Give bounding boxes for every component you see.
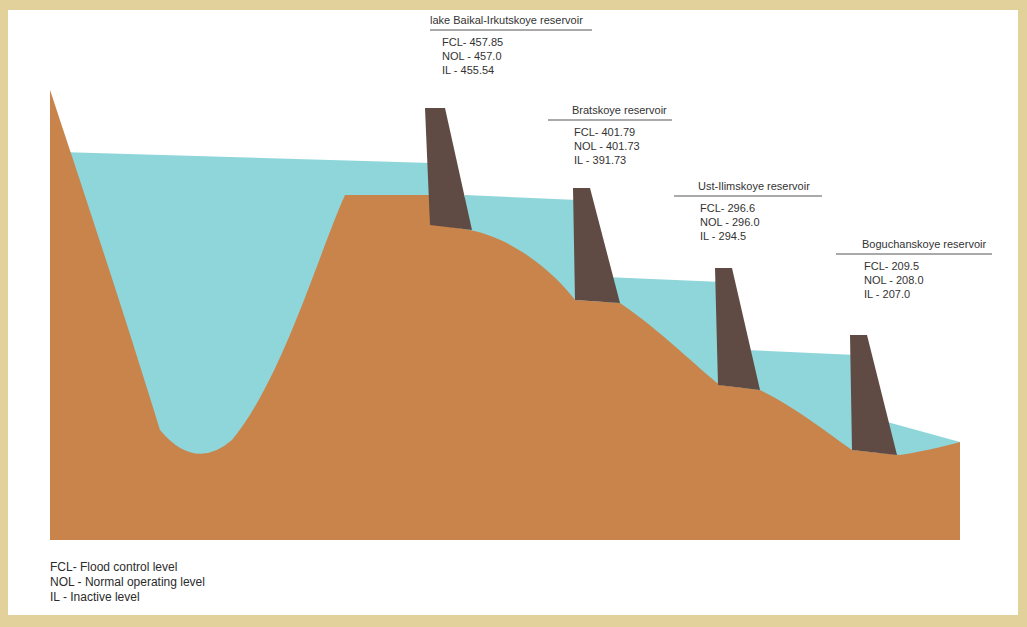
reservoir-name: Ust-Ilimskoye reservoir bbox=[698, 180, 810, 193]
level-value: NOL - 401.73 bbox=[574, 140, 640, 153]
reservoir-name: lake Baikal-Irkutskoye reservoir bbox=[430, 14, 583, 27]
level-value: FCL- 401.79 bbox=[574, 126, 635, 139]
legend-note: FCL- Flood control level bbox=[50, 560, 177, 574]
level-value: IL - 294.5 bbox=[700, 230, 746, 243]
reservoir-name: Bratskoye reservoir bbox=[572, 104, 667, 117]
level-value: IL - 391.73 bbox=[574, 154, 626, 167]
dams bbox=[425, 108, 897, 455]
leader-lines bbox=[430, 30, 992, 254]
level-value: FCL- 457.85 bbox=[442, 36, 503, 49]
ustilimsk-dam bbox=[715, 268, 760, 390]
level-value: IL - 455.54 bbox=[442, 64, 494, 77]
level-value: FCL- 209.5 bbox=[864, 260, 919, 273]
level-value: NOL - 457.0 bbox=[442, 50, 502, 63]
leader-line bbox=[430, 30, 592, 31]
level-value: NOL - 296.0 bbox=[700, 216, 760, 229]
leader-line bbox=[674, 196, 822, 197]
legend-note: NOL - Normal operating level bbox=[50, 575, 205, 589]
legend-note: IL - Inactive level bbox=[50, 590, 140, 604]
bratsk-dam bbox=[573, 188, 620, 303]
reservoir-name: Boguchanskoye reservoir bbox=[862, 238, 986, 251]
leader-line bbox=[548, 120, 672, 121]
leader-line bbox=[836, 254, 992, 255]
level-value: IL - 207.0 bbox=[864, 288, 910, 301]
level-value: NOL - 208.0 bbox=[864, 274, 924, 287]
irkutsk-dam bbox=[425, 108, 472, 230]
boguchany-dam bbox=[850, 335, 897, 455]
terrain bbox=[50, 90, 960, 540]
level-value: FCL- 296.6 bbox=[700, 202, 755, 215]
white-panel bbox=[8, 10, 1018, 615]
